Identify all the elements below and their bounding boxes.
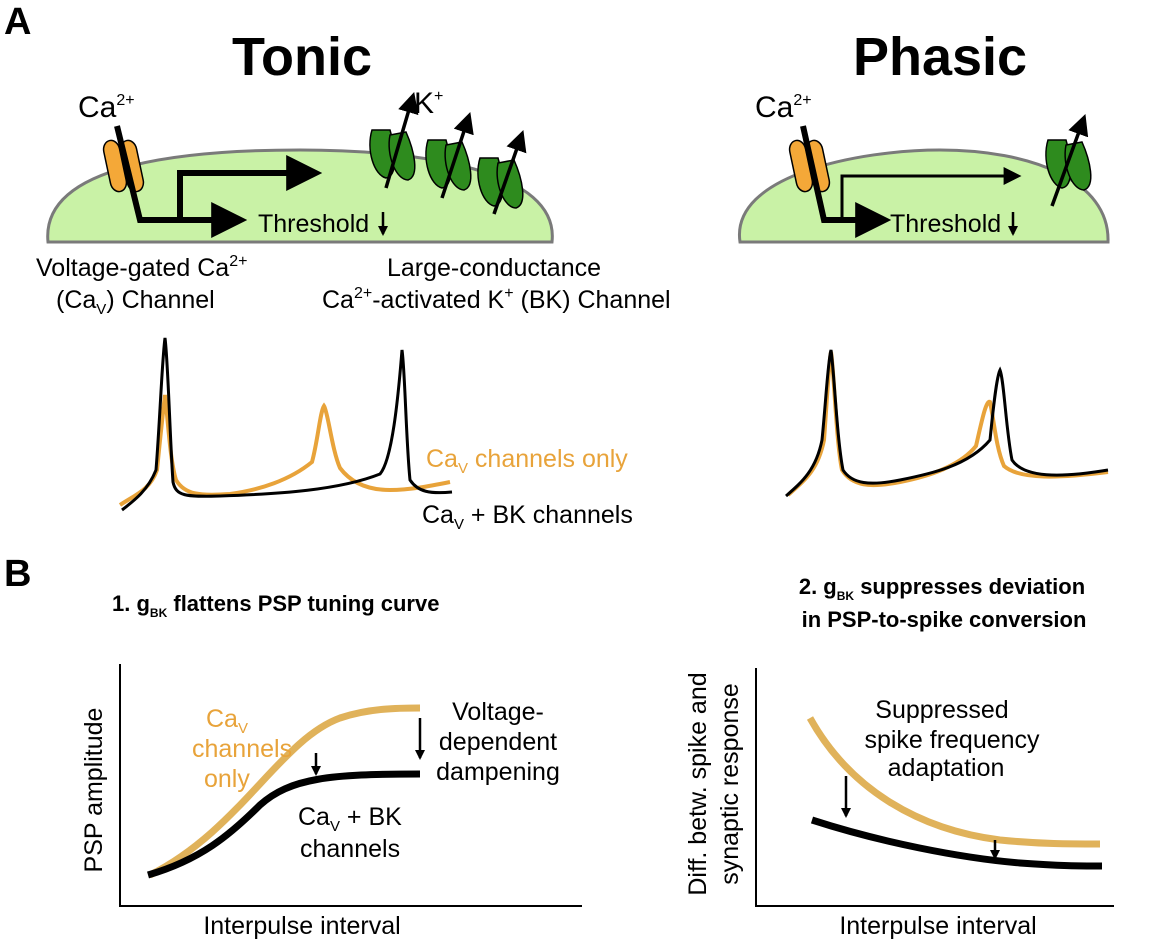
tonic-ca-ion-label: Ca2+	[78, 91, 135, 124]
tonic-threshold-label: Threshold	[258, 210, 369, 238]
plot2-ylabel-line1: Diff. betw. spike and	[684, 672, 712, 895]
cav-channel-label-line2: (CaV) Channel	[56, 286, 215, 318]
plot2-title-line1: 2. gBK suppresses deviation	[799, 574, 1085, 603]
bk-channel-label-line1: Large-conductance	[387, 254, 601, 282]
plot2-xlabel: Interpulse interval	[839, 912, 1036, 940]
plot2-annotation-line1: Suppressed	[875, 696, 1008, 724]
plot2-axes	[755, 668, 1114, 907]
plot1-annotation-line2: dependent	[439, 728, 557, 756]
tonic-bk-channel	[425, 112, 474, 199]
phasic-threshold-label: Threshold	[890, 210, 1001, 238]
plot2-annotation-line3: adaptation	[888, 754, 1005, 782]
plot2-curve-cav-bk	[810, 816, 1103, 870]
tonic-k-ion-label: K+	[414, 87, 443, 120]
plot1-label-cav-only-line2: channels	[192, 735, 292, 763]
plot1-label-cav-bk-line2: channels	[300, 835, 400, 863]
bk-channel-label-line2: Ca2+-activated K+ (BK) Channel	[322, 285, 671, 314]
legend-cav-bk: CaV + BK channels	[422, 501, 633, 533]
tonic-trace-cav-bk	[121, 337, 453, 512]
panel-b-letter: B	[4, 553, 31, 595]
plot1-title: 1. gBK flattens PSP tuning curve	[112, 591, 439, 620]
tonic-ca-pathway	[114, 125, 323, 238]
phasic-trace-cav-bk	[785, 349, 1109, 498]
phasic-ca-pathway	[800, 125, 1022, 238]
plot1-annotation-line3: dampening	[436, 758, 560, 786]
phasic-title: Phasic	[853, 27, 1027, 87]
phasic-bk-channel	[1045, 114, 1092, 207]
plot1-ylabel: PSP amplitude	[80, 708, 108, 873]
panel-a-letter: A	[4, 1, 31, 43]
tonic-bk-channel	[477, 130, 527, 215]
legend-cav-only: CaV channels only	[426, 445, 628, 477]
plot1-curve-cav-only	[148, 704, 421, 879]
plot1-label-cav-bk-line1: CaV + BK	[298, 803, 402, 835]
plot1-axes	[119, 664, 582, 907]
plot2-ylabel-line2: synaptic response	[716, 683, 744, 885]
phasic-ca-ion-label: Ca2+	[755, 91, 812, 124]
plot2-curve-cav-only	[806, 716, 1101, 848]
tonic-title: Tonic	[232, 27, 372, 87]
plot2-title-line2: in PSP-to-spike conversion	[802, 607, 1087, 632]
plot1-curve-cav-bk	[147, 770, 421, 879]
tonic-bk-channel	[369, 91, 419, 189]
plot1-annotation-line1: Voltage-	[452, 698, 544, 726]
cav-channel-label-line1: Voltage-gated Ca2+	[36, 253, 247, 282]
plot1-xlabel: Interpulse interval	[203, 912, 400, 940]
plot2-annotation-line2: spike frequency	[864, 726, 1040, 754]
plot1-label-cav-only-line3: only	[204, 765, 250, 793]
plot1-label-cav-only-line1: CaV	[206, 705, 248, 737]
